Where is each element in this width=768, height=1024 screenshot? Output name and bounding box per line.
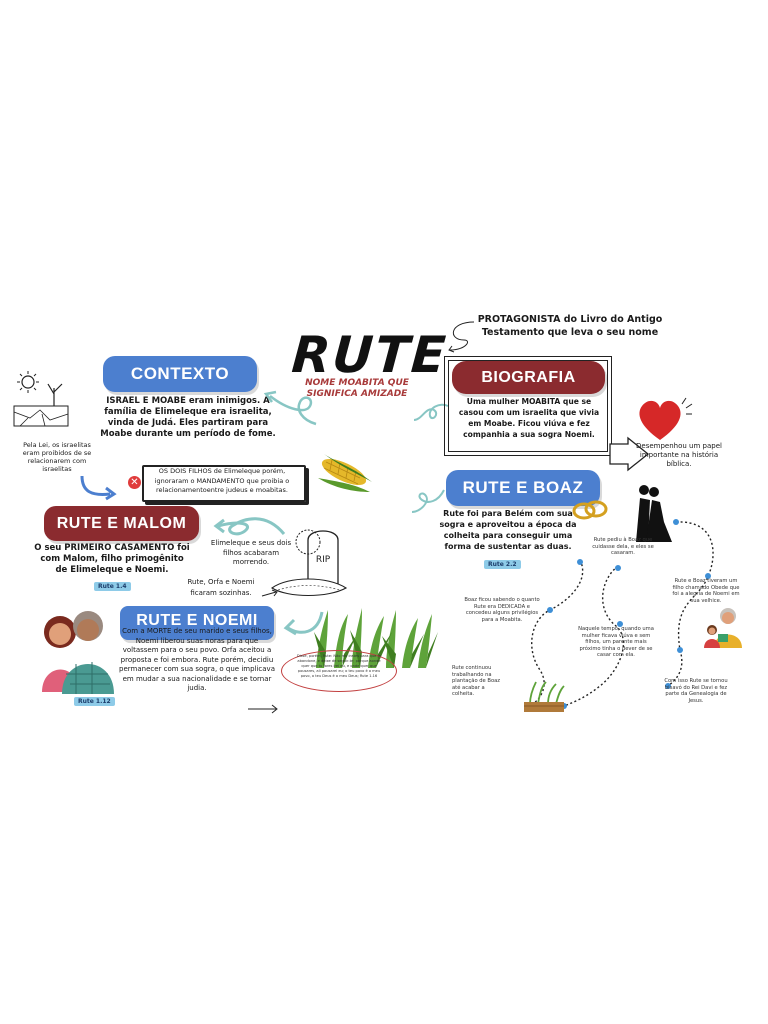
rute-malom-label: RUTE E MALOM bbox=[44, 506, 199, 541]
boaz-sabendo-text: Boaz ficou sabendo o quanto Rute era DED… bbox=[464, 597, 540, 623]
close-icon: ✕ bbox=[128, 476, 141, 489]
pediu-text: Rute pediu à Boaz que cuidasse dela, e e… bbox=[592, 537, 654, 557]
lei-arrow bbox=[80, 475, 117, 501]
dois-filhos-text: OS DOIS FILHOS de Elimeleque porém, igno… bbox=[154, 467, 290, 494]
rute-boaz-text: Rute foi para Belém com sua sogra e apro… bbox=[439, 509, 577, 551]
rute-malom-ref: Rute 1.4 bbox=[94, 582, 131, 591]
lei-text: Pela Lei, os israelitas eram proibidos d… bbox=[22, 441, 92, 473]
rute-boaz-label: RUTE E BOAZ bbox=[446, 470, 600, 506]
boaz-swirl bbox=[411, 489, 445, 513]
rute-boaz-ref: Rute 2.2 bbox=[484, 560, 521, 569]
contexto-text: ISRAEL E MOABE eram inimigos. A família … bbox=[100, 396, 276, 439]
wheat-basket-icon bbox=[524, 681, 565, 712]
protagonista-text: PROTAGONISTA do Livro do Antigo Testamen… bbox=[477, 314, 663, 338]
rute-noemi-text: Com a MORTE de seu marido e seus filhos,… bbox=[119, 627, 275, 692]
swirl-right bbox=[413, 403, 449, 421]
naquele-tempo-text: Naquele tempo, quando uma mulher ficava … bbox=[578, 626, 654, 659]
genealogia-text: Com isso Rute se tornou bisavó do Rei Da… bbox=[664, 678, 728, 704]
swirl-left bbox=[263, 390, 317, 426]
couple-silhouette bbox=[636, 485, 672, 542]
quote-bubble bbox=[281, 650, 397, 692]
morte-text: Elimeleque e seus dois filhos acabaram m… bbox=[210, 539, 292, 566]
continuou-text: Rute continuou trabalhando na plantação … bbox=[452, 665, 501, 698]
curl-arrow-icon bbox=[448, 321, 475, 353]
sozinhas-text: Rute, Orfa e Noemi ficaram sozinhas. bbox=[187, 578, 255, 597]
biografia-arrow bbox=[609, 436, 650, 472]
rute-noemi-ref: Rute 1.12 bbox=[74, 697, 115, 706]
noemi-arrow bbox=[283, 611, 324, 636]
filho-text: Rute e Boaz tiveram um filho chamado Obe… bbox=[672, 578, 740, 604]
family-illustration bbox=[704, 608, 742, 648]
heart-icon bbox=[639, 397, 693, 440]
contexto-label: CONTEXTO bbox=[103, 356, 257, 392]
biografia-text: Uma mulher MOABITA que se casou com um i… bbox=[458, 397, 600, 439]
page-title: RUTE bbox=[289, 326, 450, 384]
rings-icon bbox=[572, 500, 608, 520]
biografia-label: BIOGRAFIA bbox=[452, 361, 605, 394]
biografia-frame-inner bbox=[448, 360, 608, 452]
timeline-path bbox=[527, 519, 714, 709]
arrow-to-grave bbox=[261, 589, 278, 597]
biografia-frame bbox=[444, 356, 612, 456]
papel-text: Desempenhou um papel importante na histó… bbox=[636, 442, 722, 468]
drought-tree-icon bbox=[13, 371, 69, 427]
page-subtitle: NOME MOABITA QUE SIGNIFICA AMIZADE bbox=[305, 378, 409, 399]
rute-noemi-label: RUTE E NOEMI bbox=[120, 606, 274, 640]
malom-arrow bbox=[213, 517, 286, 536]
dois-filhos-box bbox=[142, 465, 306, 502]
corn-icon bbox=[318, 454, 372, 492]
quote-text: Disse, porém, Rute: Não me instes para q… bbox=[296, 654, 382, 678]
quote-arrow bbox=[248, 704, 278, 714]
rute-malom-text: O seu PRIMEIRO CASAMENTO foi com Malom, … bbox=[34, 543, 190, 575]
rip-text: RIP bbox=[316, 555, 331, 565]
women-illustration bbox=[42, 611, 114, 694]
grave-icon: RIP bbox=[271, 529, 348, 596]
